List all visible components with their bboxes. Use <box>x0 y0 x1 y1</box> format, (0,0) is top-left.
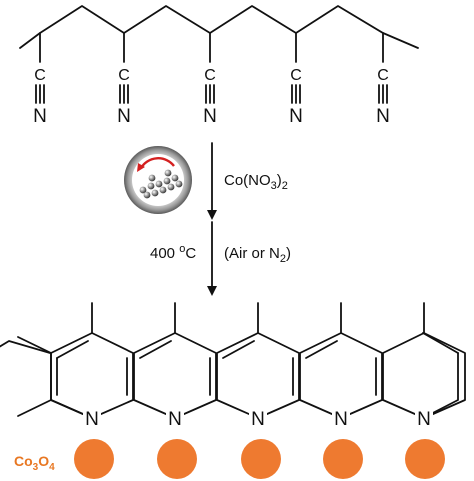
fiber-atom-ball <box>139 186 147 194</box>
co3o4-particle <box>157 439 197 479</box>
nitrogen-atom: N <box>203 106 217 127</box>
fiber-atom-ball <box>159 186 167 194</box>
nitrogen-atom: N <box>289 106 303 127</box>
fiber-atom-ball <box>148 174 156 182</box>
atmosphere-label: (Air or N2) <box>224 245 291 265</box>
ring-nitrogen-atom: N <box>85 409 99 430</box>
fiber-atom-ball <box>151 189 159 197</box>
pyridine-ring <box>216 332 300 419</box>
nitrile-group: CN <box>203 32 217 127</box>
carbon-atom: C <box>290 67 302 84</box>
co3o4-particle <box>323 439 363 479</box>
fiber-atom-ball <box>147 182 155 190</box>
carbon-atom: C <box>377 67 389 84</box>
pyridine-ring <box>382 332 466 419</box>
fiber-atom-ball <box>143 191 151 199</box>
co3o4-particle <box>241 439 281 479</box>
fiber-atom-ball <box>171 174 179 182</box>
ring-nitrogen-atom: N <box>168 409 182 430</box>
carbon-atom: C <box>118 67 130 84</box>
co3o4-particle <box>405 439 445 479</box>
fiber-atom-ball <box>164 169 172 177</box>
pyridine-ring <box>299 332 383 419</box>
nitrile-group: CN <box>289 32 303 127</box>
ring-nitrogen-atom: N <box>417 409 431 430</box>
pan-backbone <box>19 5 419 49</box>
co3o4-particle <box>74 439 114 479</box>
temperature-label: 400 oC <box>150 243 196 262</box>
nitrogen-atom: N <box>33 106 47 127</box>
carbon-atom: C <box>34 67 46 84</box>
fiber-cross-section-icon <box>124 146 192 214</box>
nitrogen-atom: N <box>117 106 131 127</box>
co3o4-particles <box>74 439 445 479</box>
rotation-arrow <box>139 157 175 169</box>
ring-nitrogen-atom: N <box>251 409 265 430</box>
reaction-arrow-2 <box>207 221 217 296</box>
reaction-arrow-1 <box>207 142 217 220</box>
co3o4-label: Co3O4 <box>14 453 55 473</box>
fiber-atom-ball <box>167 183 175 191</box>
nitrogen-atom: N <box>376 106 390 127</box>
fiber-atom-ball <box>175 180 183 188</box>
nitrile-group: CN <box>117 32 131 127</box>
nitrile-group: CN <box>33 32 47 127</box>
nitrile-group: CN <box>376 32 390 127</box>
reagent-label: Co(NO3)2 <box>224 172 288 192</box>
fiber-atom-ball <box>163 177 171 185</box>
carbon-atom: C <box>204 67 216 84</box>
fiber-atom-ball <box>155 180 163 188</box>
pyridine-ring <box>133 332 217 419</box>
ring-nitrogen-atom: N <box>334 409 348 430</box>
